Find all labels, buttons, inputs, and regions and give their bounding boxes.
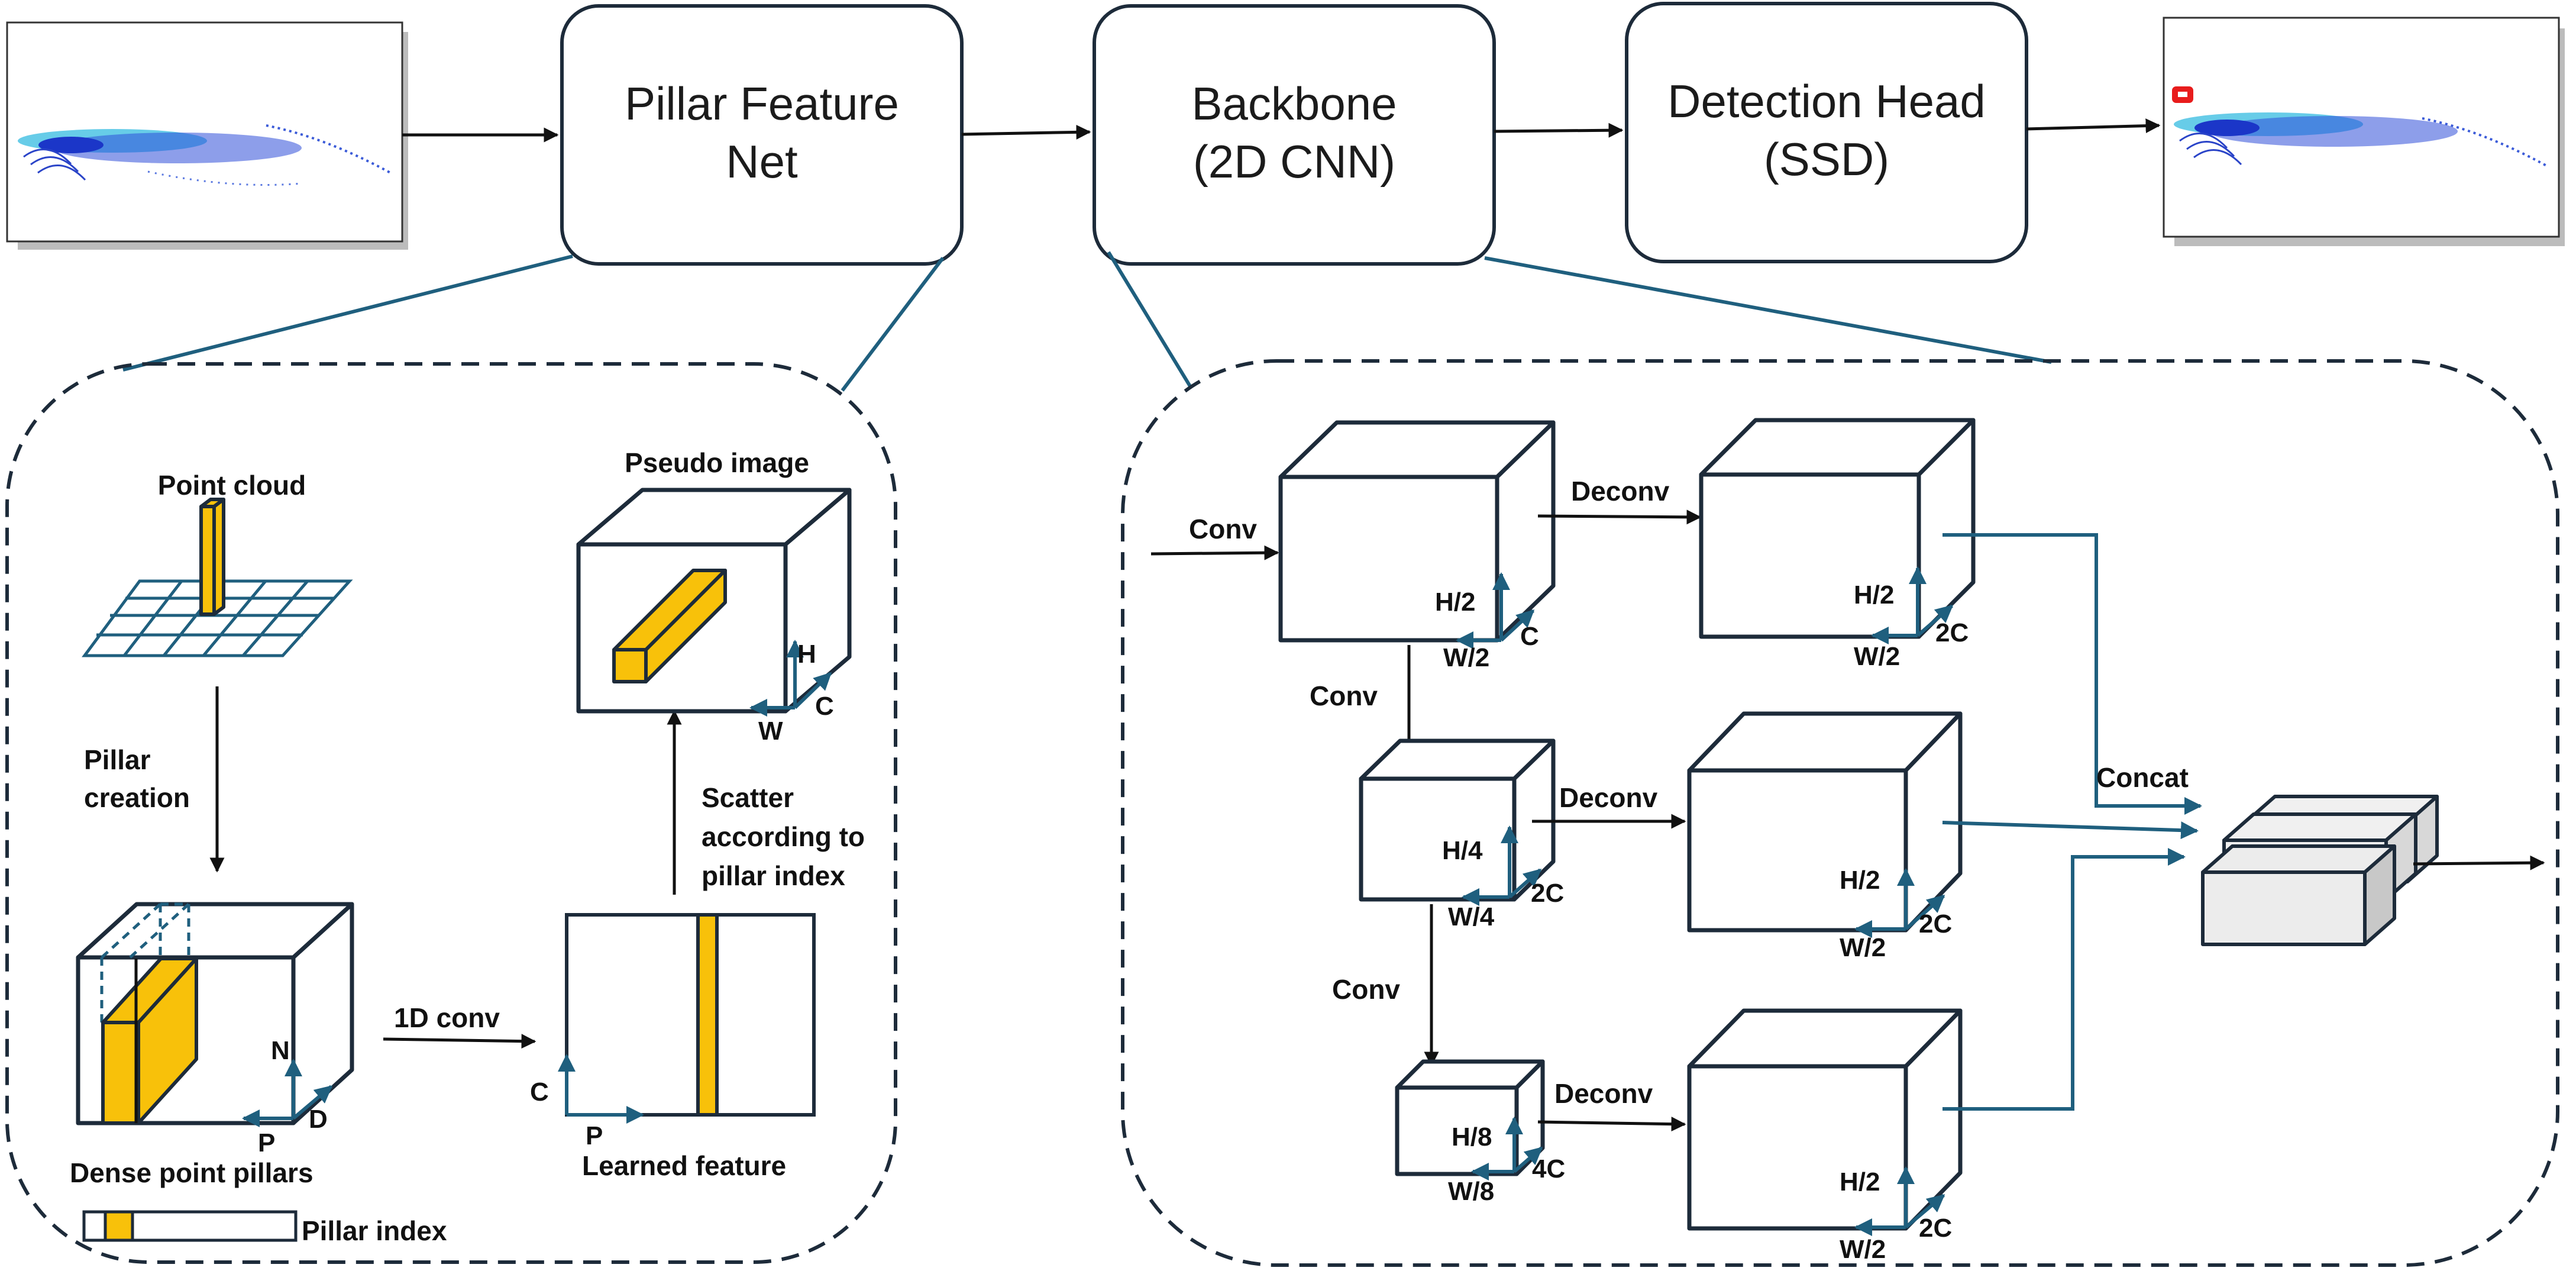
deconv-1-arrow <box>1537 509 1702 525</box>
learned-dim-c: C <box>530 1078 549 1107</box>
learned-dim-p: P <box>586 1121 603 1150</box>
up-3-dim-c: 2C <box>1919 1214 1952 1243</box>
concat-label: Concat <box>2096 762 2189 793</box>
block-1-dim-c: C <box>1520 622 1539 651</box>
pseudo-image-cube <box>576 488 852 717</box>
scatter-label-2: according to <box>702 821 865 852</box>
up-3-dim-h: H/2 <box>1840 1167 1880 1196</box>
learned-feature-box <box>558 913 816 1124</box>
up-1-dim-h: H/2 <box>1854 580 1894 609</box>
up-2-dim-c: 2C <box>1919 909 1952 938</box>
block-1-dim-h: H/2 <box>1435 588 1475 617</box>
scatter-label-1: Scatter <box>702 782 794 813</box>
backbone-detail-panel <box>1121 359 2559 1267</box>
conv-down-2-label: Conv <box>1332 974 1400 1005</box>
scatter-label-3: pillar index <box>702 860 845 891</box>
input-conv-arrow <box>1150 545 1279 560</box>
dense-point-pillars-cube <box>76 902 354 1127</box>
upsampled-cube-1 <box>1699 418 1976 644</box>
up-1-dim-w: W/2 <box>1854 642 1900 671</box>
block-2-dim-c: 2C <box>1531 879 1564 908</box>
backbone-block-2-cube <box>1359 738 1556 906</box>
deconv-2-label: Deconv <box>1559 782 1658 813</box>
pillar-column-icon <box>199 498 225 616</box>
dense-dim-n: N <box>271 1036 290 1065</box>
detection-head-label-1: Detection Head <box>1667 75 1986 127</box>
conv1d-label: 1D conv <box>394 1002 500 1033</box>
detection-head-label-2: (SSD) <box>1764 133 1889 185</box>
pseudo-dim-c: C <box>815 692 834 721</box>
output-detection-image <box>2163 17 2565 246</box>
zoom-lines <box>122 251 2052 392</box>
pillar-index-strip <box>82 1210 298 1242</box>
point-cloud-grid <box>82 579 353 657</box>
arrow-backbone-to-head <box>1494 122 1624 138</box>
pillar-feature-net-label-2: Net <box>726 136 798 188</box>
block-3-dim-w: W/8 <box>1448 1177 1494 1206</box>
concat-output-arrow <box>2413 855 2545 870</box>
pseudo-dim-w: W <box>758 717 783 746</box>
dense-dim-p: P <box>258 1128 275 1157</box>
block-1-dim-w: W/2 <box>1443 643 1489 672</box>
block-3-dim-h: H/8 <box>1452 1123 1492 1151</box>
pillar-feature-net-label-1: Pillar Feature <box>625 78 899 130</box>
dense-point-pillars-label: Dense point pillars <box>70 1157 313 1188</box>
pipeline-arrows <box>402 118 2161 143</box>
up-1-dim-c: 2C <box>1935 618 1969 647</box>
input-conv-label: Conv <box>1189 514 1257 544</box>
backbone-label-1: Backbone <box>1192 78 1397 130</box>
pillar-feature-net-detail-panel <box>5 362 897 1264</box>
input-point-cloud-image <box>6 21 408 250</box>
pillar-index-label: Pillar index <box>302 1215 447 1246</box>
deconv-3-arrow <box>1537 1117 1686 1132</box>
arrow-head-to-output <box>2026 118 2161 134</box>
learned-feature-label: Learned feature <box>582 1150 786 1181</box>
concat-feature-stack <box>2201 795 2439 946</box>
deconv-1-label: Deconv <box>1571 476 1670 507</box>
arrow-pfn-to-backbone <box>961 124 1091 140</box>
up-3-dim-w: W/2 <box>1840 1235 1886 1264</box>
block-2-dim-w: W/4 <box>1448 902 1495 931</box>
upsampled-cube-3 <box>1687 1008 1963 1236</box>
pillar-feature-net-box: Pillar Feature Net <box>560 4 964 266</box>
up-2-dim-h: H/2 <box>1840 866 1880 895</box>
concat-arrows <box>1942 533 2202 1111</box>
backbone-box: Backbone (2D CNN) <box>1093 4 1496 266</box>
backbone-label-2: (2D CNN) <box>1193 136 1395 188</box>
backbone-block-1-cube <box>1278 420 1556 649</box>
point-cloud-label: Point cloud <box>158 470 306 501</box>
pseudo-image-label: Pseudo image <box>625 447 809 478</box>
upsampled-cube-2 <box>1687 711 1963 938</box>
detection-head-box: Detection Head (SSD) <box>1625 2 2028 263</box>
conv-down-1-label: Conv <box>1310 680 1378 711</box>
pillar-creation-label-1: Pillar <box>84 744 151 775</box>
up-2-dim-w: W/2 <box>1840 933 1886 962</box>
pillar-creation-label-2: creation <box>84 782 190 813</box>
dense-dim-d: D <box>309 1105 328 1134</box>
block-3-dim-c: 4C <box>1532 1154 1565 1183</box>
pseudo-dim-h: H <box>797 640 816 669</box>
backbone-block-3-cube <box>1395 1059 1545 1180</box>
deconv-3-label: Deconv <box>1554 1078 1653 1109</box>
conv1d-arrow <box>383 1034 536 1049</box>
block-2-dim-h: H/4 <box>1442 836 1483 865</box>
